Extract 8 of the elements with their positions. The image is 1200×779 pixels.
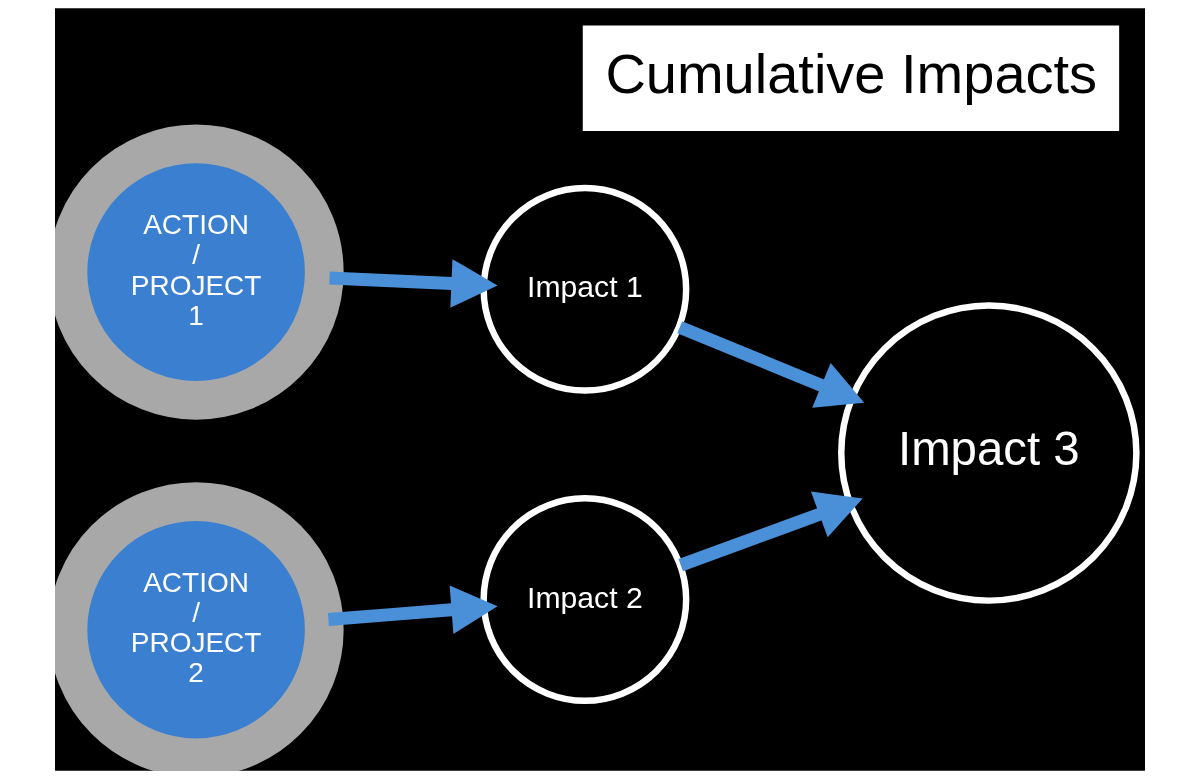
node-circle: Impact 1 xyxy=(480,184,690,394)
arrow xyxy=(678,491,863,572)
node-circle: Impact 3 xyxy=(838,302,1140,604)
arrow xyxy=(677,321,865,408)
diagram-title: Cumulative Impacts xyxy=(605,41,1098,105)
arrow xyxy=(327,585,498,635)
node-circle: Impact 2 xyxy=(480,495,690,704)
arrow xyxy=(329,259,498,308)
